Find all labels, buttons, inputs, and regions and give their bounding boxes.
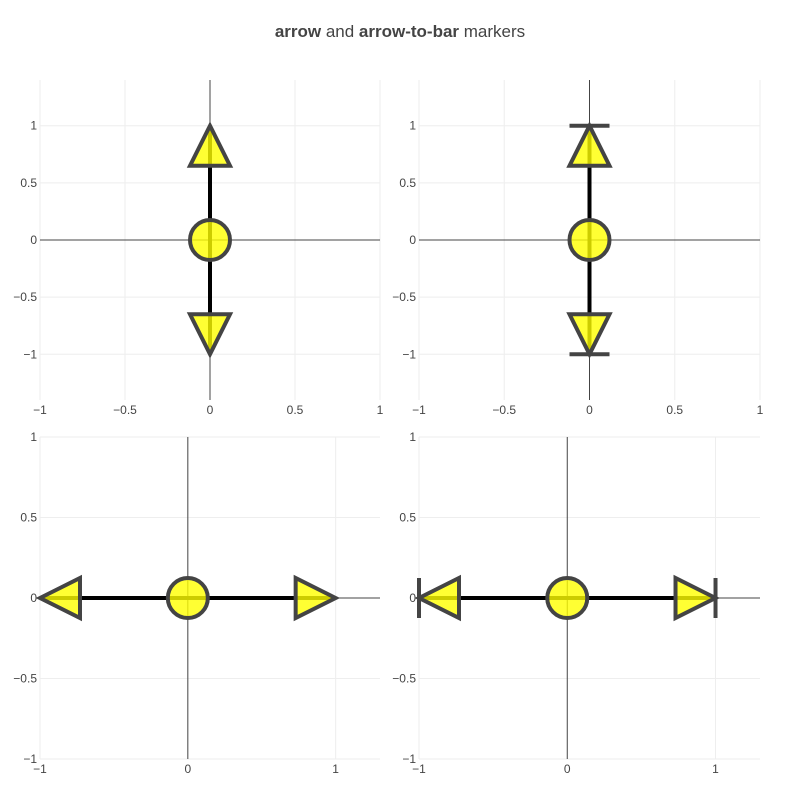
x-tick-label: 1	[757, 403, 764, 417]
y-tick-label: 0	[30, 591, 37, 605]
y-tick-label: −1	[402, 347, 416, 361]
y-tick-label: −0.5	[392, 672, 416, 686]
x-tick-label: −1	[412, 403, 426, 417]
x-tick-label: 0.5	[666, 403, 683, 417]
x-tick-label: −0.5	[113, 403, 137, 417]
y-tick-label: 1	[30, 119, 37, 133]
y-tick-label: 0.5	[20, 176, 37, 190]
y-tick-label: −1	[23, 347, 37, 361]
subplot-top-left: −1 −0.5 0 0.5 1 −1 −0.5 0 0.5 1	[13, 80, 384, 417]
y-tick-label: −0.5	[13, 290, 37, 304]
y-tick-label: 1	[409, 430, 416, 444]
y-tick-label: −0.5	[13, 672, 37, 686]
marker-arrow-right-2	[293, 574, 341, 622]
x-tick-label: −1	[412, 762, 426, 776]
y-tick-label: 1	[409, 119, 416, 133]
marker-circle-1	[188, 218, 232, 262]
marker-circle-1	[567, 218, 612, 262]
y-tick-label: 0	[409, 591, 416, 605]
x-tick-label: −1	[33, 762, 47, 776]
y-tick-label: 0.5	[399, 511, 416, 525]
x-tick-label: 0	[184, 762, 191, 776]
y-tick-label: 0.5	[20, 511, 37, 525]
marker-arrow-bar-down-0	[566, 312, 613, 359]
x-tick-label: 1	[332, 762, 339, 776]
x-tick-label: 0	[586, 403, 593, 417]
y-tick-label: 0.5	[399, 176, 416, 190]
marker-arrow-left-0	[35, 574, 82, 622]
x-tick-label: 0.5	[287, 403, 304, 417]
y-tick-label: −1	[402, 752, 416, 766]
marker-arrow-down-0	[186, 312, 234, 359]
marker-arrow-bar-left-0	[414, 574, 461, 622]
marker-circle-1	[545, 576, 590, 620]
y-tick-label: −0.5	[392, 290, 416, 304]
y-tick-label: 0	[30, 233, 37, 247]
y-tick-label: 1	[30, 430, 37, 444]
x-tick-label: 0	[564, 762, 571, 776]
subplot-bottom-left: −1 0 1 −1 −0.5 0 0.5 1	[13, 430, 380, 776]
marker-arrow-bar-up-2	[566, 121, 613, 168]
subplot-bottom-right: −1 0 1 −1 −0.5 0 0.5 1	[392, 430, 760, 776]
chart-title-and: and	[321, 22, 359, 41]
chart-title-markers: markers	[459, 22, 526, 41]
marker-arrow-up-2	[186, 121, 234, 168]
chart-title-arrow: arrow	[274, 22, 322, 41]
x-tick-label: −1	[33, 403, 47, 417]
x-tick-label: 0	[207, 403, 214, 417]
marker-arrow-bar-right-2	[673, 574, 720, 622]
y-tick-label: −1	[23, 752, 37, 766]
chart-title: arrow and arrow-to-bar markers	[0, 22, 800, 42]
marker-circle-1	[165, 576, 210, 620]
x-tick-label: 1	[712, 762, 719, 776]
subplot-top-right: −1 −0.5 0 0.5 1 −1 −0.5 0 0.5 1	[392, 80, 764, 417]
y-tick-label: 0	[409, 233, 416, 247]
x-tick-label: 1	[377, 403, 384, 417]
chart-title-arrow-to-bar: arrow-to-bar	[358, 22, 460, 41]
x-tick-label: −0.5	[492, 403, 516, 417]
